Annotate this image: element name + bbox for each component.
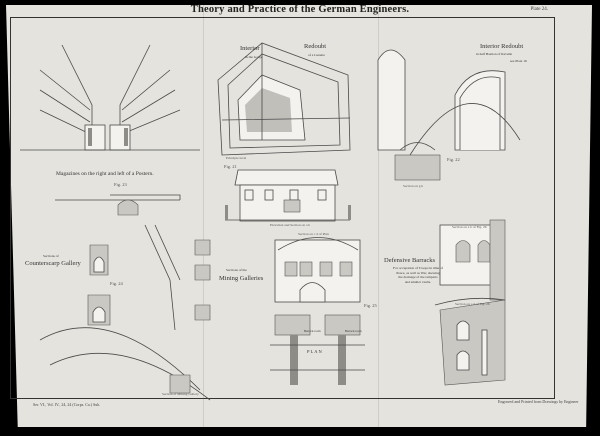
fig-23-label: Fig. 23 bbox=[114, 182, 127, 187]
plan-room-right: Barrack room bbox=[345, 329, 362, 333]
fig-22-label: Fig. 22 bbox=[447, 157, 460, 162]
magazines-caption: Magazines on the right and left of a Pos… bbox=[56, 171, 154, 177]
counterscarp-drawing bbox=[39, 224, 211, 401]
section-ab-label: Section on a b of Fig. 26 bbox=[452, 225, 487, 229]
gorge-plan-label: Principle level bbox=[226, 156, 247, 160]
plate-title: Theory and Practice of the German Engine… bbox=[190, 4, 410, 15]
plate-number: Plate 24. bbox=[530, 7, 549, 12]
elevation-caption: Elevation and Section on a b bbox=[270, 223, 311, 227]
bastion-redoubt-drawing bbox=[377, 49, 521, 181]
footer-right: Engraved and Printed from Drawings by En… bbox=[498, 399, 579, 404]
magazines-drawing bbox=[20, 44, 200, 151]
defensive-barracks-description: For occupation of Troops in time of Peac… bbox=[393, 266, 443, 284]
counterscarp-small: Sections of bbox=[43, 254, 59, 258]
bastion-redoubt-ref: see Plate 16 bbox=[510, 59, 527, 63]
plan-room-left: Barrack room bbox=[304, 329, 321, 333]
defensive-barracks-drawing bbox=[434, 219, 506, 386]
gorge-redoubt-drawing bbox=[217, 42, 351, 156]
mining-caption: Mining Galleries bbox=[219, 275, 264, 282]
mining-bottom-caption: Section of Mining Gallery bbox=[162, 392, 199, 396]
bastion-section-label: Section on g h bbox=[403, 184, 424, 188]
bastion-redoubt-subtitle: in half Bastion of Ravelin bbox=[476, 52, 513, 56]
bastion-redoubt-title: Interior Redoubt bbox=[480, 43, 524, 50]
defensive-barracks-title: Defensive Barracks bbox=[384, 257, 436, 264]
footer-left: Ser. VI., Vol. IV., 24, 24 (Corps. Ca.) … bbox=[33, 402, 101, 407]
gorge-redoubt-title-right: Redoubt bbox=[304, 43, 327, 50]
counterscarp-caption: Counterscarp Gallery bbox=[25, 260, 81, 267]
plate-border bbox=[10, 17, 555, 399]
gorge-redoubt-subtitle-right: of a Lunette bbox=[308, 53, 325, 57]
plan-drawing bbox=[270, 314, 365, 385]
gorge-redoubt-title-left: Interior bbox=[240, 45, 260, 52]
mining-small: Sections of the bbox=[226, 268, 247, 272]
elevation-section-label: Section on c d of Plan bbox=[298, 232, 329, 236]
fig-21-label: Fig. 21 bbox=[224, 164, 237, 169]
fold-line-left bbox=[203, 5, 204, 427]
fold-line-right bbox=[378, 5, 379, 427]
section-cd-label: Section on c d of Fig. 26 bbox=[455, 302, 490, 306]
postern-section bbox=[55, 194, 181, 201]
vault-section-drawing bbox=[274, 237, 361, 303]
fig-25-label: Fig. 25 bbox=[364, 303, 377, 308]
fig-24-label: Fig. 24 bbox=[110, 281, 123, 286]
barracks-elevation-drawing bbox=[225, 169, 351, 222]
plan-label: PLAN bbox=[307, 349, 323, 354]
gorge-redoubt-subtitle-left: in the Gorge bbox=[245, 55, 263, 59]
